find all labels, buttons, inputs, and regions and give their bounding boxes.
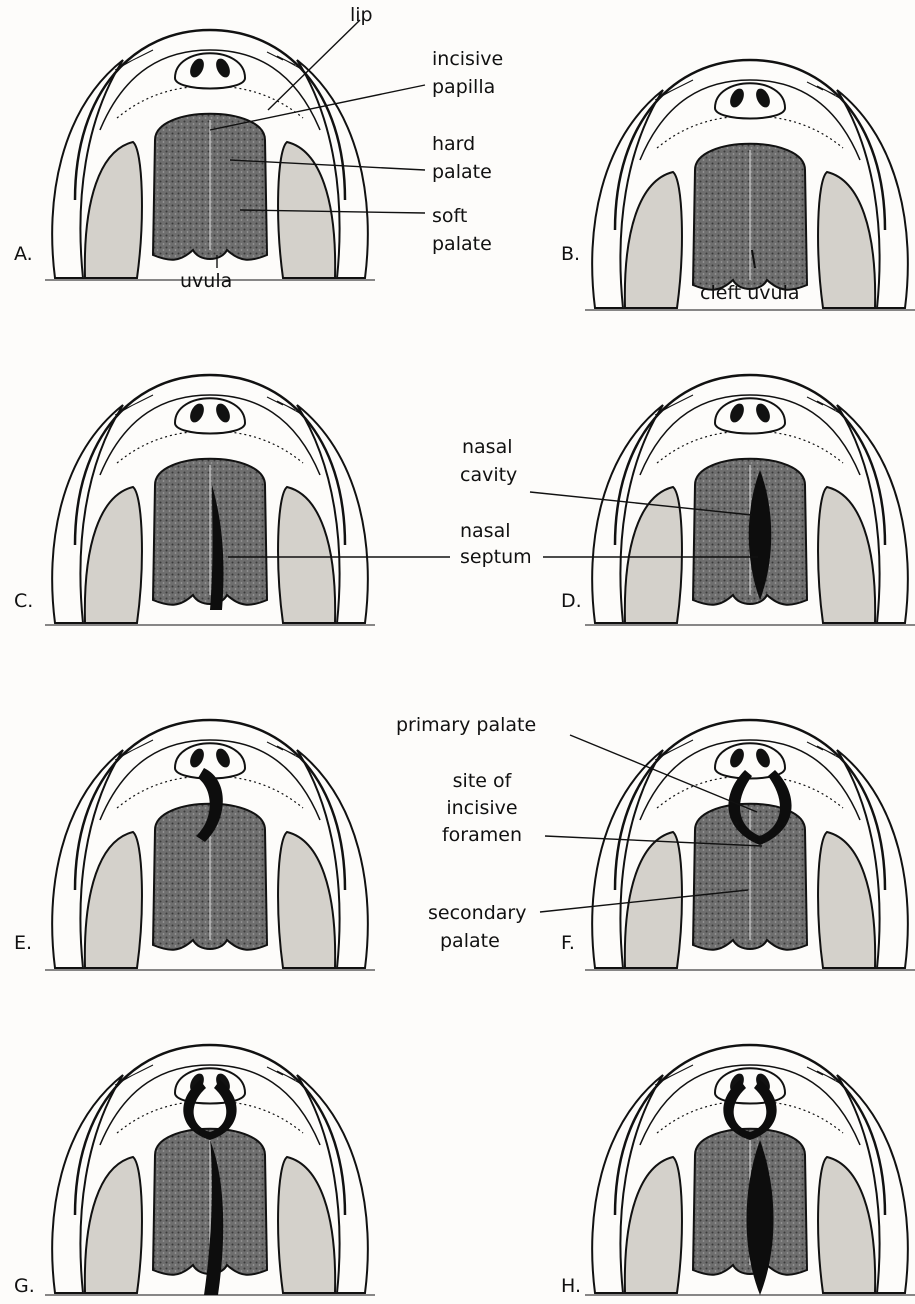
label-soft-palate-line2: palate — [432, 233, 492, 255]
label-incisive-foramen-line3: foramen — [437, 824, 527, 846]
label-hard-palate-line2: palate — [432, 161, 492, 183]
label-primary-palate: primary palate — [396, 714, 536, 736]
label-cleft-uvula: cleft uvula — [700, 282, 800, 304]
label-nasal-septum-line2: septum — [460, 546, 532, 568]
label-incisive-papilla-line2: papilla — [432, 76, 495, 98]
panel-label-f: F. — [561, 932, 575, 954]
label-secondary-palate-line1: secondary — [428, 902, 526, 924]
panel-label-b: B. — [561, 243, 580, 265]
label-nasal-septum-line1: nasal — [460, 520, 511, 542]
label-lip: lip — [350, 4, 373, 26]
label-incisive-foramen-line2: incisive — [437, 797, 527, 819]
panel-label-g: G. — [14, 1275, 35, 1297]
label-uvula: uvula — [180, 270, 232, 292]
label-nasal-cavity-line1: nasal — [462, 436, 513, 458]
label-incisive-papilla-line1: incisive — [432, 48, 503, 70]
panel-label-d: D. — [561, 590, 582, 612]
label-incisive-foramen-line1: site of — [437, 770, 527, 792]
label-nasal-cavity-line2: cavity — [460, 464, 517, 486]
panel-label-c: C. — [14, 590, 33, 612]
panel-label-e: E. — [14, 932, 32, 954]
label-hard-palate-line1: hard — [432, 133, 475, 155]
label-soft-palate-line1: soft — [432, 205, 467, 227]
label-secondary-palate-line2: palate — [440, 930, 500, 952]
panel-label-a: A. — [14, 243, 33, 265]
panel-label-h: H. — [561, 1275, 581, 1297]
